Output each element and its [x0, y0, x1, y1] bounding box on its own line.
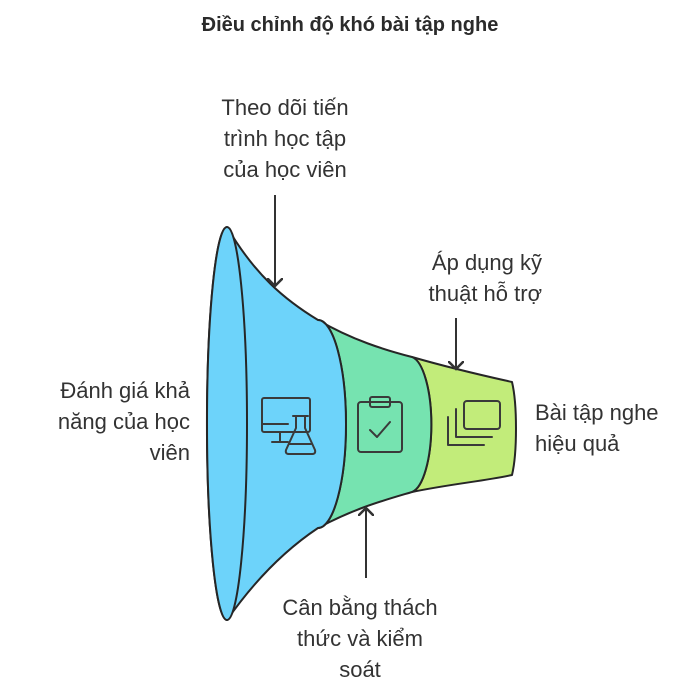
label-balance-challenge: Cân bằng thách thức và kiểm soát: [240, 592, 480, 685]
label-line: viên: [149, 440, 190, 465]
label-line: trình học tập: [223, 126, 347, 151]
label-line: Đánh giá khả: [60, 378, 190, 403]
label-line: Cân bằng thách: [282, 595, 438, 620]
layers-icon: [447, 400, 501, 446]
label-line: của học viên: [223, 157, 347, 182]
diagram-title: Điều chỉnh độ khó bài tập nghe: [201, 14, 499, 36]
label-line: Bài tập nghe: [535, 400, 659, 425]
label-apply-support: Áp dụng kỹ thuật hỗ trợ: [352, 247, 543, 309]
clipboard-check-icon: [357, 396, 403, 453]
label-track-progress: Theo dõi tiến trình học tập của học viên: [170, 92, 400, 185]
label-line: Áp dụng kỹ: [431, 250, 542, 275]
label-line: năng của học: [57, 409, 190, 434]
label-effective-exercise: Bài tập nghe hiệu quả: [535, 397, 695, 459]
label-line: soát: [339, 657, 381, 682]
label-line: Theo dõi tiến: [221, 95, 349, 120]
computer-lab-icon: [261, 397, 317, 455]
funnel-mouth: [206, 226, 248, 621]
label-line: hiệu quả: [535, 431, 620, 456]
label-assess-ability: Đánh giá khả năng của học viên: [10, 375, 190, 468]
label-line: thức và kiểm: [297, 626, 423, 651]
label-line: thuật hỗ trợ: [428, 281, 543, 306]
